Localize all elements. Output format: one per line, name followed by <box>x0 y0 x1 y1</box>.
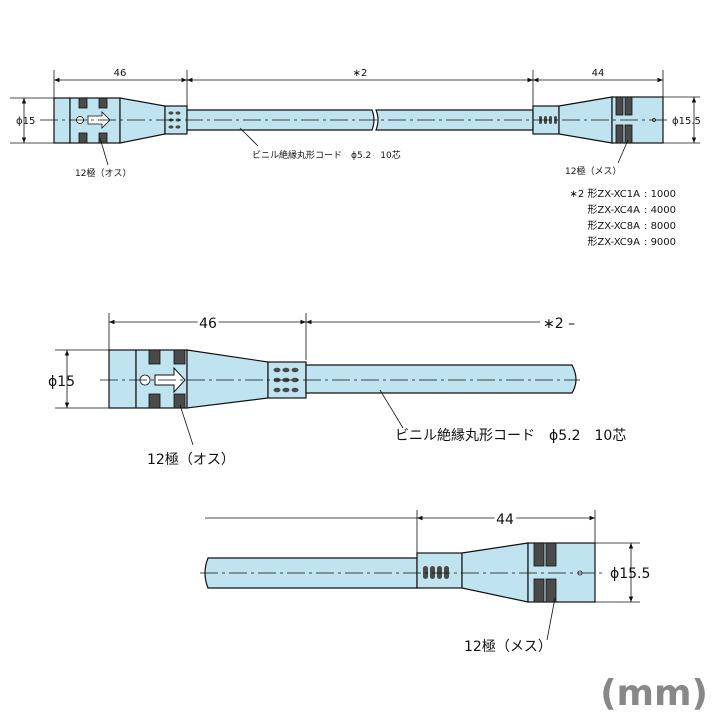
female-pin-label: 12極（メス） <box>464 639 552 655</box>
note-model-1: ∗2 形ZX-XC1A <box>569 188 640 200</box>
note-model-3: 形ZX-XC8A <box>587 220 640 232</box>
note-value-4: : 9000 <box>644 237 676 248</box>
note-model-4: 形ZX-XC9A <box>587 236 640 248</box>
overview-drawing: 46 ∗2 44 <box>10 68 701 248</box>
male-dim-mid: ∗2 – <box>543 316 575 332</box>
overview-dia-right: ϕ15.5 <box>672 116 701 127</box>
female-dia-label: ϕ15.5 <box>610 566 650 582</box>
female-dim-44: 44 <box>496 512 514 528</box>
overview-dia-left: ϕ15 <box>16 116 35 127</box>
overview-dim-right: 44 <box>592 68 605 79</box>
note-value-3: : 8000 <box>644 221 676 232</box>
overview-cable-label: ビニル絶縁丸形コード ϕ5.2 10芯 <box>252 149 401 161</box>
overview-dim-left: 46 <box>114 68 127 79</box>
note-model-2: 形ZX-XC4A <box>587 204 640 216</box>
overview-male-connector <box>53 97 188 144</box>
overview-female-label: 12極（メス） <box>565 165 621 177</box>
male-dia-label: ϕ15 <box>48 374 75 390</box>
length-note: ∗2 形ZX-XC1A : 1000 形ZX-XC4A : 4000 形ZX-X… <box>569 188 676 248</box>
male-pin-label: 12極（オス） <box>147 452 235 468</box>
overview-dim-mid: ∗2 <box>353 68 368 79</box>
note-value-2: : 4000 <box>644 205 676 216</box>
male-dim-46: 46 <box>199 316 217 332</box>
female-detail-drawing: 44 ϕ15.5 12極（メス） <box>200 509 650 655</box>
note-value-1: : 1000 <box>644 189 676 200</box>
male-detail-drawing: 46 ∗2 – ϕ15 12極（オス） ビニル絶縁丸形コード ϕ5.2 10芯 <box>48 313 626 468</box>
unit-label: (mm) <box>600 673 708 714</box>
male-cable-label: ビニル絶縁丸形コード ϕ5.2 10芯 <box>395 428 626 444</box>
overview-male-label: 12極（オス） <box>75 167 131 179</box>
